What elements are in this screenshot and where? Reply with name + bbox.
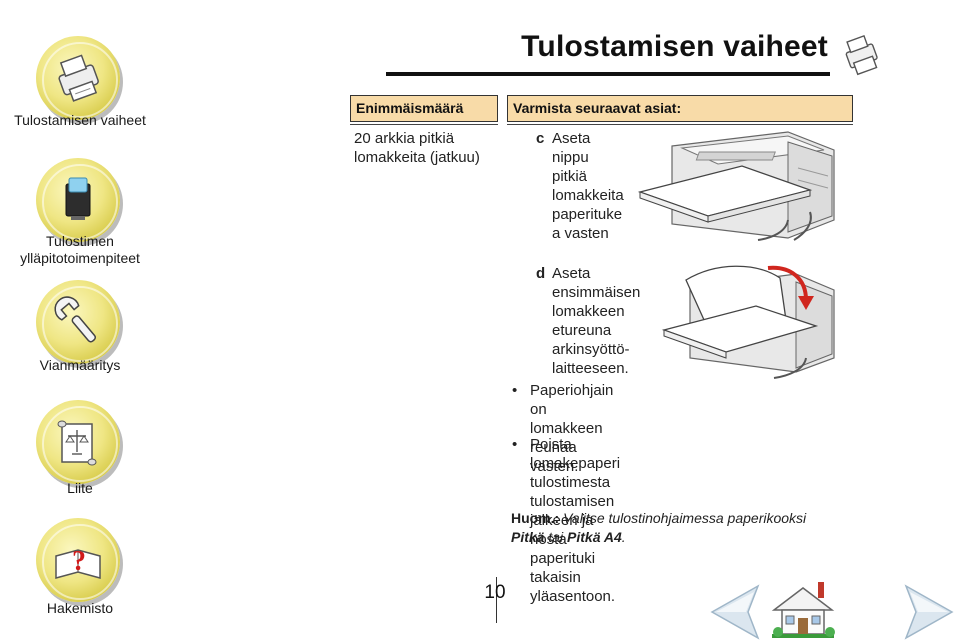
printer-paper-stack-illustration xyxy=(638,131,835,241)
scroll-icon[interactable] xyxy=(36,400,120,484)
max-amount-cell: 20 arkkia pitkiä lomakkeita (jatkuu) xyxy=(354,130,480,166)
sidebar-item-label: Tulostamisen vaiheet xyxy=(14,112,146,128)
header-underline xyxy=(350,124,498,125)
sidebar-item-label: Hakemisto xyxy=(46,600,114,616)
sidebar-item-label: Vianmääritys xyxy=(39,357,121,373)
printer-icon[interactable] xyxy=(36,36,120,120)
note: Huom.: Valitse tulostinohjaimessa paperi… xyxy=(511,510,807,545)
page-number: 10 xyxy=(484,582,506,603)
title-divider xyxy=(386,72,830,76)
sidebar-nav: Tulostamisen vaiheet Tulostimen ylläpito… xyxy=(0,0,160,642)
form-feed-illustration xyxy=(661,265,835,379)
ink-cartridge-icon[interactable] xyxy=(36,158,120,242)
header-underline xyxy=(507,124,853,125)
step-letter: c xyxy=(536,130,545,147)
wrench-icon[interactable] xyxy=(36,280,120,364)
next-page-button[interactable] xyxy=(888,578,958,642)
column-header-check-items: Varmista seuraavat asiat: xyxy=(507,95,853,122)
sidebar-item-label: Tulostimen ylläpitotoimenpiteet xyxy=(20,233,140,266)
sidebar-item-label: Liite xyxy=(67,480,93,496)
footer-divider xyxy=(496,577,497,623)
previous-page-button[interactable] xyxy=(706,578,776,642)
step-text: Aseta nippu pitkiä lomakkeita paperituke… xyxy=(552,130,624,242)
column-header-max-amount: Enimmäismäärä xyxy=(350,95,498,122)
svg-text:?: ? xyxy=(72,546,86,577)
note-label: Huom.: xyxy=(511,510,560,526)
page-title: Tulostamisen vaiheet xyxy=(521,30,828,63)
printer-icon xyxy=(845,34,878,76)
step-text: Aseta ensimmäisen lomakkeen etureuna ark… xyxy=(552,265,641,377)
question-book-icon[interactable]: ? xyxy=(36,518,120,602)
step-letter: d xyxy=(536,265,546,282)
home-icon[interactable] xyxy=(770,576,836,640)
